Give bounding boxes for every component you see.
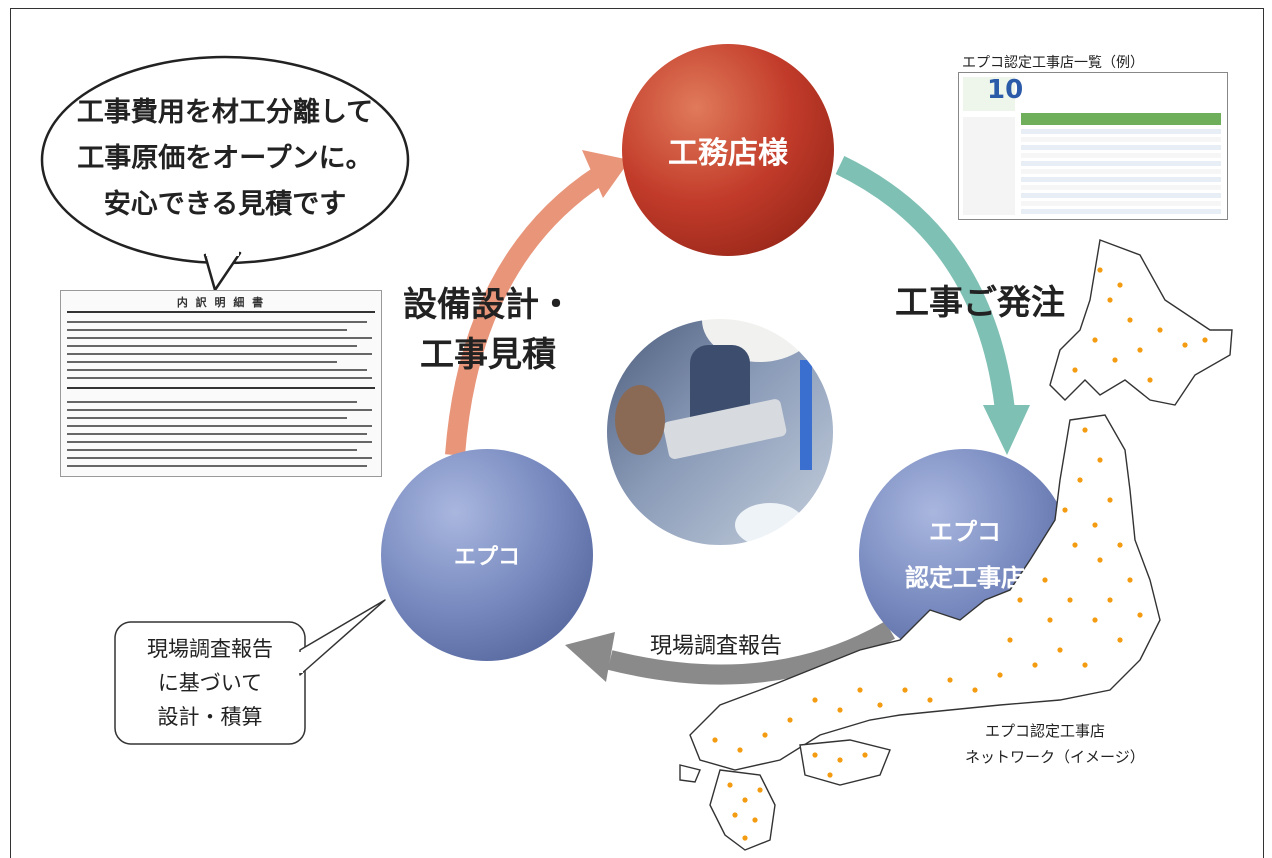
map-caption-line1: エプコ認定工事店: [985, 722, 1106, 740]
arrow-head-teal: [983, 405, 1030, 455]
callout-line1: 現場調査報告: [147, 637, 273, 661]
koumuten-circle: [622, 44, 834, 256]
nintei-label-line1: エプコ: [929, 518, 1001, 546]
web-list-caption: エプコ認定工事店一覧（例）: [962, 55, 1144, 71]
map-caption-line2: ネットワーク（イメージ）: [965, 748, 1145, 766]
diagram-frame: [10, 8, 1264, 858]
epuko-label: エプコ: [453, 545, 520, 570]
map-caption: エプコ認定工事店 ネットワーク（イメージ）: [965, 718, 1145, 770]
callout-text: 現場調査報告 に基づいて 設計・積算: [115, 632, 305, 734]
speech-line3: 安心できる見積です: [103, 189, 347, 220]
arrow-site-report: [607, 621, 896, 685]
speech-line1: 工事費用を材工分離して: [76, 97, 374, 128]
web-sidebar: [963, 117, 1015, 215]
web-table-header: [1021, 113, 1221, 125]
nintei-label: エプコ 認定工事店: [859, 449, 1071, 661]
right-arrow-label: 工事ご発注: [895, 283, 1065, 323]
speech-line2: 工事原価をオープンに。: [77, 143, 373, 174]
web-logo-text: 10: [987, 75, 1024, 105]
estimate-title: 内 訳 明 細 書: [176, 296, 266, 309]
epuko-circle: [381, 449, 593, 661]
worker-photo: [606, 318, 834, 546]
arrow-order: [835, 155, 1015, 412]
arrow-head-salmon: [582, 150, 630, 198]
left-arrow-label-line2: 工事見積: [420, 335, 556, 375]
koumuten-label: 工務店様: [668, 136, 788, 171]
web-logo: [963, 77, 1015, 111]
web-list-thumbnail: 10: [958, 72, 1228, 220]
speech-bubble-text: 工事費用を材工分離して 工事原価をオープンに。 安心できる見積です: [50, 90, 400, 228]
arrow-head-gray: [565, 632, 615, 682]
left-arrow-label-line1: 設備設計・: [403, 285, 573, 325]
map-dots: [712, 267, 1208, 841]
japan-map: [679, 239, 1233, 851]
left-arrow-label: 設備設計・ 工事見積: [398, 280, 578, 380]
estimate-document: 内 訳 明 細 書: [60, 290, 382, 477]
arrow-design-estimate: [445, 166, 606, 456]
nintei-label-line2: 認定工事店: [905, 564, 1025, 592]
callout-line2: に基づいて: [157, 671, 263, 695]
callout-line3: 設計・積算: [157, 705, 263, 729]
callout-box-shape: [114, 621, 306, 745]
bottom-arrow-label: 現場調査報告: [650, 634, 783, 659]
